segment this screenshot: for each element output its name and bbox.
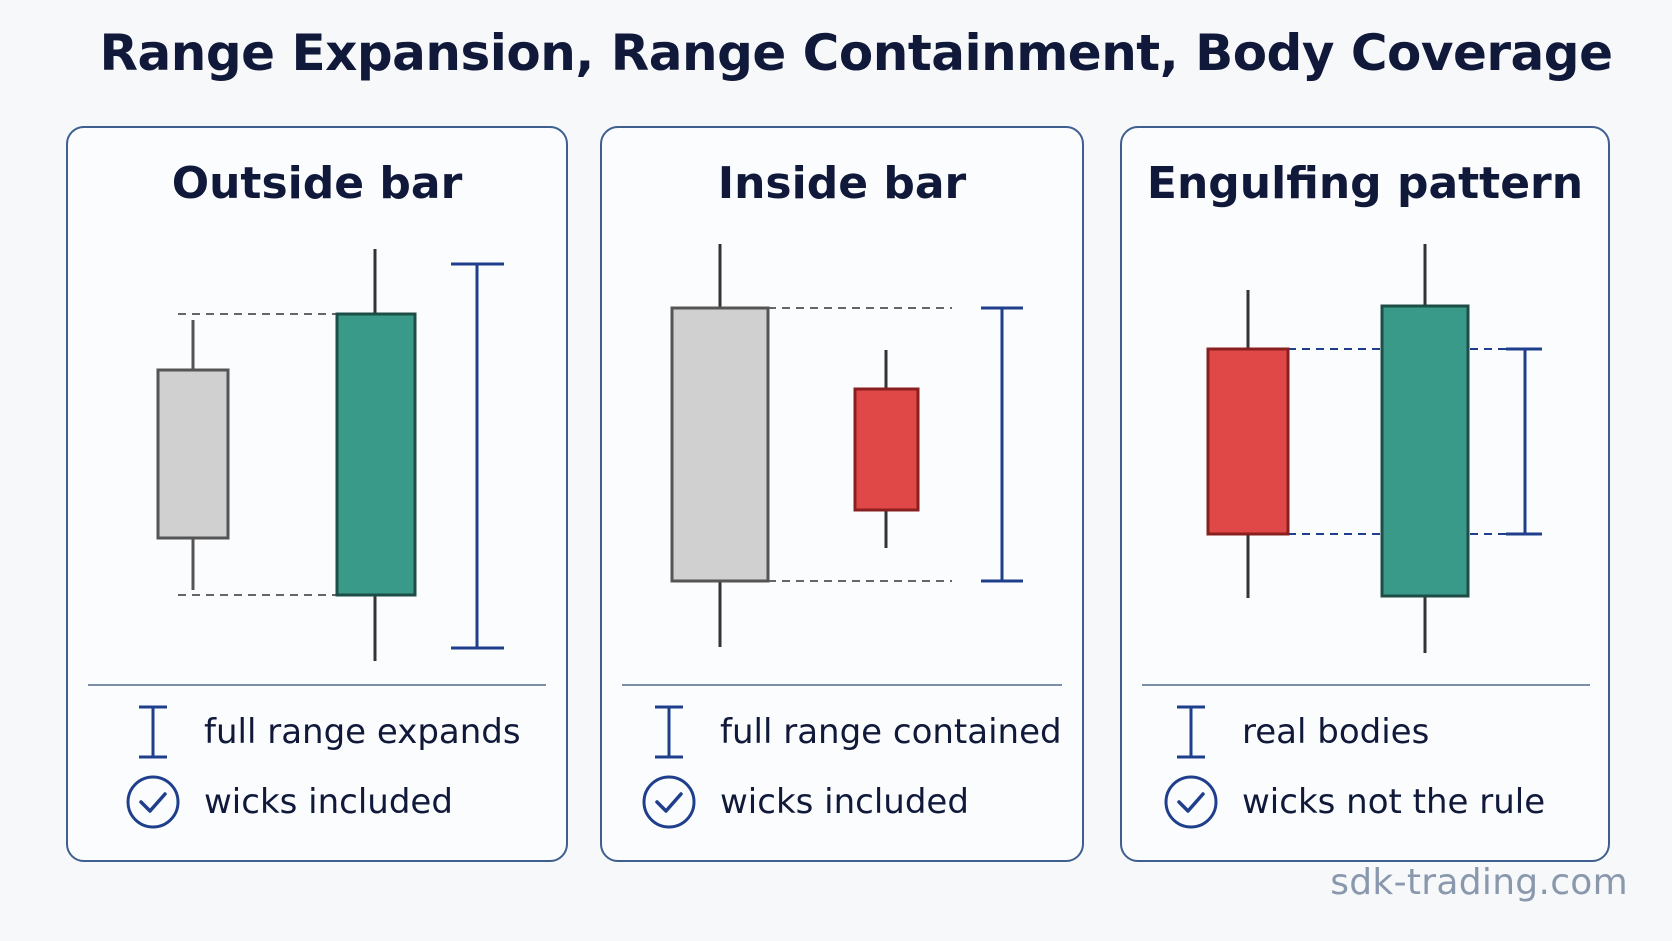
legend-divider <box>622 684 1062 686</box>
range-bracket-icon <box>1162 704 1220 760</box>
legend-label: wicks not the rule <box>1242 782 1546 822</box>
panel-title: Outside bar <box>171 158 463 209</box>
mother-candle-body <box>670 306 770 583</box>
panel-title: Engulfing pattern <box>1146 158 1584 209</box>
range-bracket-icon <box>640 704 698 760</box>
outside-bar-diagram <box>156 249 504 661</box>
check-circle-icon <box>640 774 698 830</box>
panel-title: Inside bar <box>717 158 967 209</box>
bullish-candle-body <box>1380 304 1470 598</box>
legend-item: full range expands <box>124 704 521 760</box>
legend-label: wicks included <box>204 782 453 822</box>
panel-inside-bar: Inside bar full range contained wicks in… <box>600 126 1084 862</box>
panel-engulfing-pattern: Engulfing pattern real bodies wicks not … <box>1120 126 1610 862</box>
bearish-candle-body <box>1206 347 1290 536</box>
legend-item: wicks not the rule <box>1162 774 1545 830</box>
diagram-title: Range Expansion, Range Containment, Body… <box>99 24 1614 82</box>
inside-bar-diagram <box>670 244 1023 647</box>
check-circle-icon <box>124 774 182 830</box>
legend-item: real bodies <box>1162 704 1429 760</box>
engulfing-pattern-diagram <box>1206 244 1542 653</box>
legend-label: full range contained <box>720 712 1062 752</box>
legend-item: wicks included <box>640 774 969 830</box>
panel-outside-bar: Outside bar full range expands wicks inc… <box>66 126 568 862</box>
legend-divider <box>88 684 546 686</box>
legend-item: wicks included <box>124 774 453 830</box>
check-circle-icon <box>1162 774 1220 830</box>
legend-divider <box>1142 684 1590 686</box>
inside-candle-body <box>853 387 920 512</box>
prior-candle-body <box>156 368 230 540</box>
watermark: sdk-trading.com <box>1330 862 1628 903</box>
legend-label: wicks included <box>720 782 969 822</box>
legend-label: real bodies <box>1242 712 1430 752</box>
outside-candle-body <box>335 312 417 597</box>
legend-item: full range contained <box>640 704 1062 760</box>
range-bracket-icon <box>124 704 182 760</box>
legend-label: full range expands <box>204 712 521 752</box>
